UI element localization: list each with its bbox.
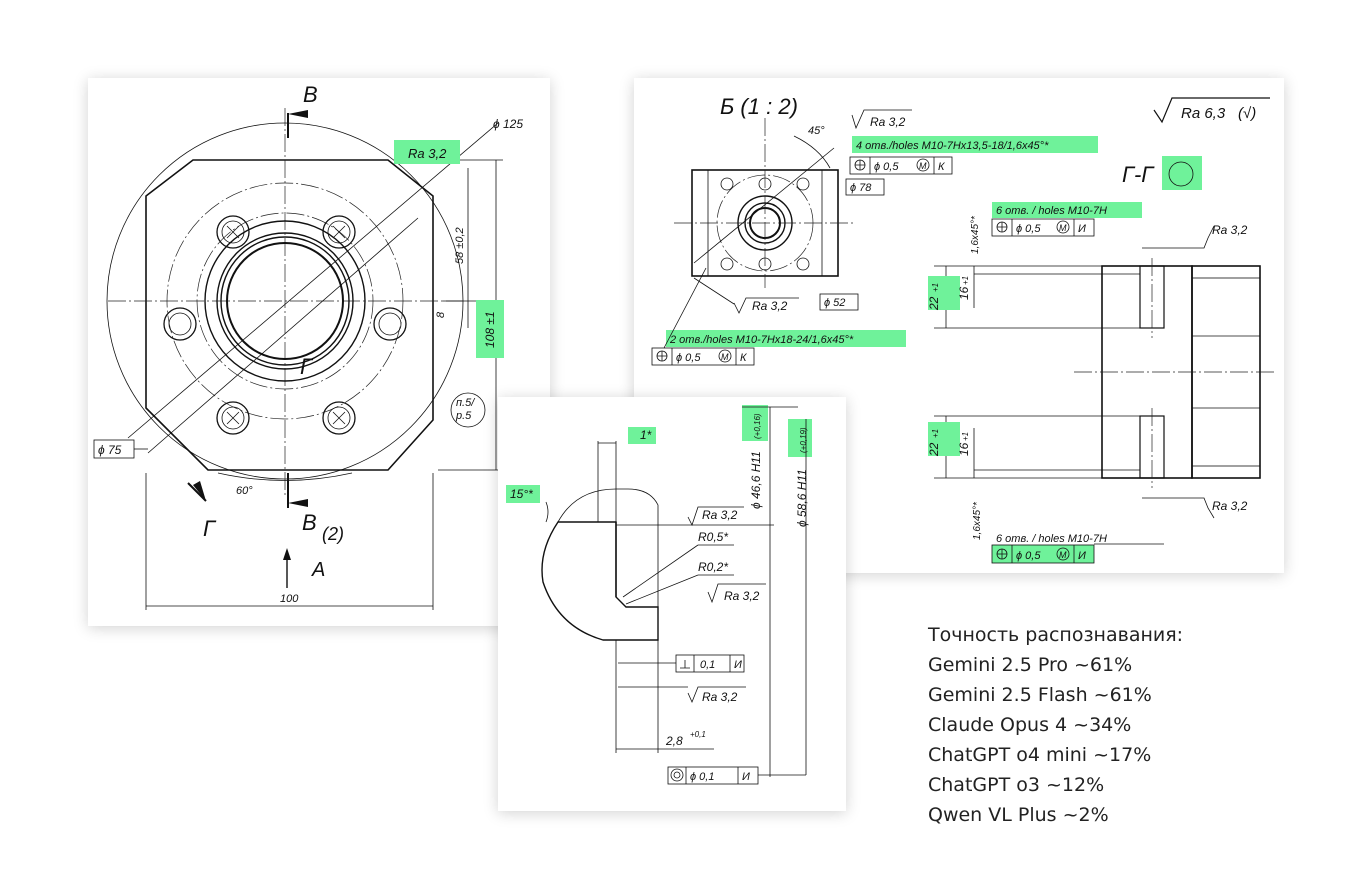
dim16-top: 16: [957, 286, 971, 300]
chamfer-bot: 1,6x45°*: [972, 501, 983, 540]
detail-ra2-label: Ra 3,2: [724, 589, 760, 603]
tol2-k-label: К: [740, 352, 747, 364]
dim28-tol: +0,1: [690, 730, 706, 739]
general-roughness-paren: (√): [1238, 105, 1256, 122]
perp-value: 0,1: [700, 659, 715, 671]
phi52-label: ϕ 52: [824, 297, 845, 309]
section-b2-scale: (2): [322, 524, 344, 544]
accuracy-row: Qwen VL Plus ~2%: [928, 804, 1109, 826]
tol-top-m: M: [1059, 223, 1067, 233]
section-b-label: В: [303, 82, 318, 107]
phi125-label: ϕ 125: [493, 117, 523, 131]
dim22-bot: 22: [927, 442, 941, 457]
phi466-label: ϕ 46,6 H11: [749, 451, 763, 509]
holes4-label: 4 отв./holes M10-7Hx13,5-18/1,6x45°*: [856, 140, 1049, 152]
tol-top-i: И: [1078, 223, 1086, 235]
dim22-bot-tol: +1: [931, 429, 940, 438]
ra-label: Ra 3,2: [408, 146, 447, 161]
r5-label: р.5: [455, 410, 472, 422]
phi78-label: ϕ 78: [850, 182, 872, 194]
right-view-drawing: Б (1 : 2) 45° Ra 3,2 4 отв./holes M10-7H…: [651, 94, 1274, 564]
dim22-top: 22: [927, 296, 941, 311]
detail-view-sheet: 1* ϕ 46,6 H11 (+0,16) ϕ 58,6 H11 (+0,19)…: [498, 397, 846, 811]
tol2-pos-label: ϕ 0,5: [676, 352, 701, 364]
tol-bot-i: И: [1078, 550, 1086, 562]
holes2-label: 2 отв./holes M10-7Hx18-24/1,6x45°*: [669, 334, 854, 346]
section-b2-label: В: [302, 510, 317, 535]
detail-view-drawing: 1* ϕ 46,6 H11 (+0,16) ϕ 58,6 H11 (+0,19)…: [506, 405, 812, 785]
dim-58: 58 ±0,2: [454, 227, 466, 264]
right-view-sheet: Б (1 : 2) 45° Ra 3,2 4 отв./holes M10-7H…: [634, 78, 1284, 573]
r02-label: R0,2*: [698, 560, 728, 574]
section-gg-body: [1074, 258, 1274, 488]
g-label: Г: [300, 354, 314, 379]
general-roughness-label: Ra 6,3: [1181, 105, 1226, 122]
detail-ra-label: Ra 3,2: [702, 508, 738, 522]
angle60-label: 60°: [236, 485, 253, 497]
dim-8: 8: [435, 311, 447, 318]
view-b-ra2-label: Ra 3,2: [752, 299, 788, 313]
perp-ref: И: [734, 659, 742, 671]
section-gg-title: Г-Г: [1122, 162, 1155, 187]
conc-value: ϕ 0,1: [690, 771, 714, 783]
ra-top: Ra 3,2: [1212, 223, 1248, 237]
dim16-top-tol: +1: [961, 276, 970, 285]
angle15-label: 15°*: [510, 487, 533, 501]
holes6-bot-label: 6 отв. / holes M10-7H: [996, 533, 1107, 545]
phi586-tol: (+0,19): [799, 427, 808, 453]
phi466-tol: (+0,16): [753, 413, 762, 439]
accuracy-row: Gemini 2.5 Pro ~61%: [928, 654, 1133, 676]
view-a-label: А: [311, 559, 325, 581]
tol-k-label: К: [938, 161, 945, 173]
recognition-accuracy-list: Точность распознавания: Gemini 2.5 Pro ~…: [928, 620, 1183, 830]
tol-pos-label: ϕ 0,5: [874, 161, 899, 173]
dim-100: 100: [280, 593, 299, 605]
dim-1: 1*: [640, 428, 652, 442]
r05-label: R0,5*: [698, 530, 728, 544]
chamfer-top: 1,6x45°*: [970, 215, 981, 254]
ra-bot: Ra 3,2: [1212, 499, 1248, 513]
detail-ra3-label: Ra 3,2: [702, 690, 738, 704]
conc-ref: И: [742, 771, 750, 783]
angle45-label: 45°: [808, 125, 825, 137]
accuracy-row: ChatGPT o4 mini ~17%: [928, 744, 1152, 766]
section-g-label: Г: [203, 516, 217, 541]
dim22-top-tol: +1: [931, 283, 940, 292]
accuracy-row: ChatGPT o3 ~12%: [928, 774, 1105, 796]
dim16-bot: 16: [957, 442, 971, 456]
tol2-m-label: M: [721, 352, 729, 362]
tol-bot-m: M: [1059, 550, 1067, 560]
tol-bot-pos: ϕ 0,5: [1016, 550, 1041, 562]
front-view-sheet: В ϕ 125 Ra 3,2 58 ±0,2 8 108 ±1 Г п.5/ р…: [88, 78, 550, 626]
dim-108: 108 ±1: [483, 311, 497, 348]
holes6-top-label: 6 отв. / holes M10-7H: [996, 205, 1107, 217]
view-b-ra-label: Ra 3,2: [870, 115, 906, 129]
accuracy-row: Claude Opus 4 ~34%: [928, 714, 1132, 736]
tol-top-pos: ϕ 0,5: [1016, 223, 1041, 235]
bolt-holes: [163, 215, 407, 435]
tol-m-label: M: [919, 161, 927, 171]
accuracy-row: Gemini 2.5 Flash ~61%: [928, 684, 1152, 706]
accuracy-heading: Точность распознавания:: [928, 624, 1184, 646]
phi75-label: ϕ 75: [98, 443, 122, 457]
front-view-drawing: В ϕ 125 Ra 3,2 58 ±0,2 8 108 ±1 Г п.5/ р…: [93, 82, 523, 610]
p5-label: п.5/: [456, 397, 475, 409]
phi586-label: ϕ 58,6 H11: [795, 469, 809, 527]
dim16-bot-tol: +1: [961, 432, 970, 441]
view-b-title: Б (1 : 2): [720, 94, 798, 119]
dim28-label: 2,8: [665, 734, 683, 748]
